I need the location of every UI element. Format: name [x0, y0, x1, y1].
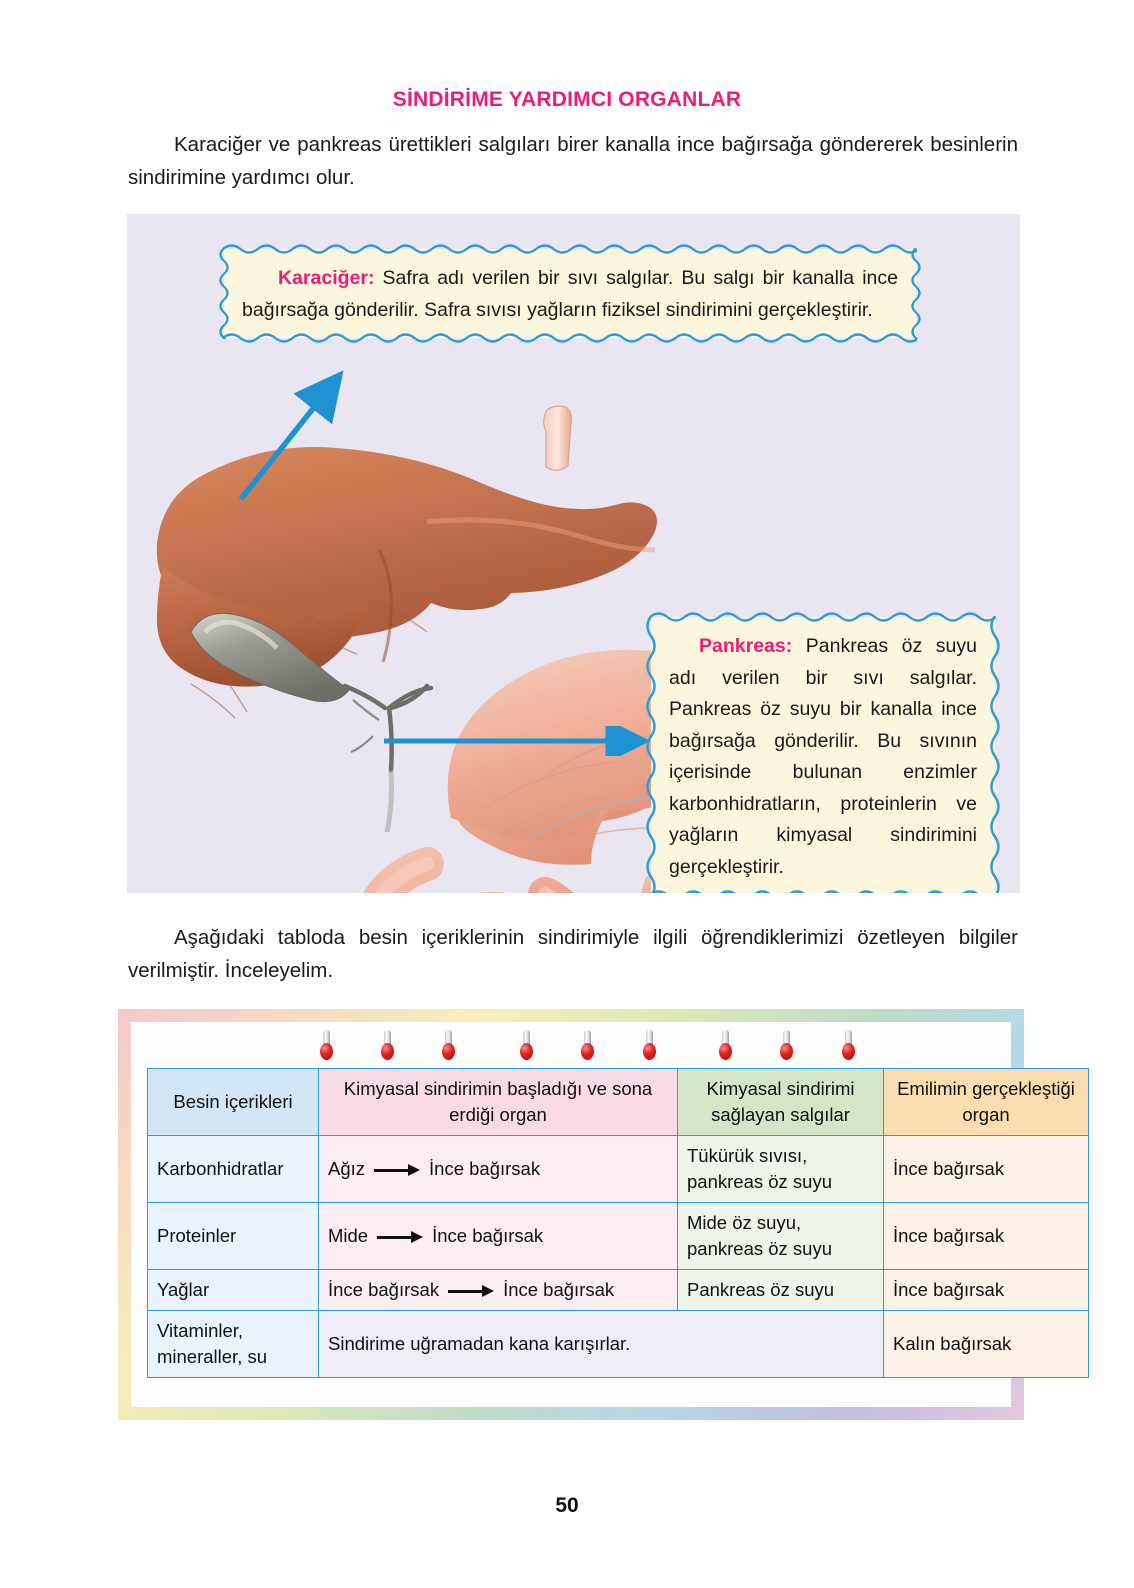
table-row: Proteinler Mide İnce bağırsak Mide öz suy…	[147, 1202, 1089, 1270]
cell-organ-path: Ağız İnce bağırsak	[318, 1135, 678, 1203]
organ-from: Ağız	[328, 1158, 366, 1179]
push-pin-icon	[780, 1030, 793, 1060]
cell-secretions: Tükürük sıvısı, pankreas öz suyu	[677, 1135, 884, 1203]
cell-nutrient: Vitaminler, mineraller, su	[147, 1310, 319, 1378]
push-pin-icon	[719, 1030, 732, 1060]
cell-nutrient: Karbonhidratlar	[147, 1135, 319, 1203]
callout-liver-lead: Karaciğer:	[278, 267, 375, 289]
cell-nutrient: Yağlar	[147, 1269, 319, 1311]
callout-liver-text: Safra adı verilen bir sıvı salgılar. Bu …	[242, 267, 898, 321]
cell-organ-path: Mide İnce bağırsak	[318, 1202, 678, 1270]
organ-to: İnce bağırsak	[503, 1279, 615, 1300]
cell-absorption: İnce bağırsak	[883, 1269, 1089, 1311]
summary-table-frame: Besin içerikleri Kimyasal sindirimin baş…	[118, 1009, 1089, 1420]
organ-from: Mide	[328, 1225, 369, 1246]
right-arrow-icon	[377, 1231, 424, 1244]
callout-pancreas-lead: Pankreas:	[699, 635, 793, 657]
right-arrow-icon	[374, 1164, 421, 1177]
cell-secretions: Pankreas öz suyu	[677, 1269, 884, 1311]
table-intro-paragraph: Aşağıdaki tabloda besin içeriklerinin si…	[128, 926, 1018, 982]
page-number: 50	[555, 1494, 579, 1517]
cell-organ-path: İnce bağırsak İnce bağırsak	[318, 1269, 678, 1311]
cell-nutrient: Proteinler	[147, 1202, 319, 1270]
cell-absorption: İnce bağırsak	[883, 1202, 1089, 1270]
cell-secretions: Mide öz suyu, pankreas öz suyu	[677, 1202, 884, 1270]
cell-absorption: İnce bağırsak	[883, 1135, 1089, 1203]
push-pin-icon	[842, 1030, 855, 1060]
page-title: SİNDİRİME YARDIMCI ORGANLAR	[392, 88, 742, 111]
digestive-organs-figure: Karaciğer: Safra adı verilen bir sıvı sa…	[127, 214, 1020, 893]
summary-table-inner: Besin içerikleri Kimyasal sindirimin baş…	[131, 1022, 1089, 1407]
table-header-cell-secretions: Kimyasal sindirimi sağlayan salgılar	[677, 1068, 884, 1136]
callout-pancreas: Pankreas: Pankreas öz suyu adı verilen b…	[646, 612, 1000, 893]
table-header-row: Besin içerikleri Kimyasal sindirimin baş…	[147, 1068, 1089, 1136]
table-header-cell-absorption: Emilimin gerçekleştiği organ	[883, 1068, 1089, 1136]
organ-to: İnce bağırsak	[429, 1158, 541, 1179]
cell-absorption: Kalın bağırsak	[883, 1310, 1089, 1378]
push-pin-icon	[643, 1030, 656, 1060]
push-pin-icon	[442, 1030, 455, 1060]
liver-pointer-arrow	[238, 370, 344, 501]
push-pin-icon	[320, 1030, 333, 1060]
callout-liver: Karaciğer: Safra adı verilen bir sıvı sa…	[219, 244, 921, 343]
nutrient-digestion-table: Besin içerikleri Kimyasal sindirimin baş…	[147, 1068, 1089, 1378]
organ-to: İnce bağırsak	[432, 1225, 544, 1246]
table-header-cell-nutrients: Besin içerikleri	[147, 1068, 319, 1136]
table-header-cell-organs: Kimyasal sindirimin başladığı ve sona er…	[318, 1068, 678, 1136]
cell-merged-note: Sindirime uğramadan kana karışırlar.	[318, 1310, 884, 1378]
push-pin-icon	[520, 1030, 533, 1060]
intro-paragraph: Karaciğer ve pankreas ürettikleri salgıl…	[128, 133, 1018, 189]
table-row: Vitaminler, mineraller, su Sindirime uğr…	[147, 1310, 1089, 1378]
organ-from: İnce bağırsak	[328, 1279, 440, 1300]
table-row: Yağlar İnce bağırsak İnce bağırsak Pankre…	[147, 1269, 1089, 1311]
pin-strip	[131, 1022, 1011, 1068]
push-pin-icon	[581, 1030, 594, 1060]
wavy-border-bottom	[650, 890, 978, 893]
push-pin-icon	[381, 1030, 394, 1060]
pancreas-pointer-arrow	[384, 726, 651, 756]
table-row: Karbonhidratlar Ağız İnce bağırsak Tükürü…	[147, 1135, 1089, 1203]
right-arrow-icon	[448, 1285, 495, 1298]
callout-pancreas-text: Pankreas öz suyu adı verilen bir sıvı sa…	[669, 635, 977, 878]
